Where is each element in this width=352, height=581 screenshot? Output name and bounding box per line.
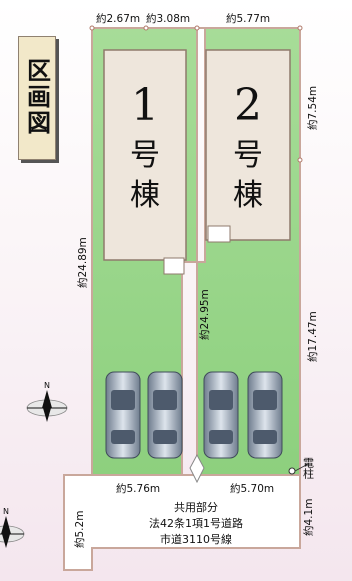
compass-n-label: N (44, 381, 50, 390)
dim-top-lot1-a: 約2.67m (96, 12, 140, 25)
lot-1-number: 1 (131, 80, 159, 131)
title-label-box: 区画図 (18, 36, 56, 160)
house-1 (103, 49, 187, 261)
dim-top-lot1-b: 約3.08m (146, 12, 190, 25)
lot-2-suffix2: 棟 (233, 178, 263, 213)
utility-pole-icon (288, 467, 296, 475)
dim-lot2-right-upper: 約7.54m (306, 86, 319, 130)
house-1-entry (163, 257, 185, 275)
road-label-city: 市道3110号線 (160, 532, 232, 546)
dim-road-left-width: 約5.76m (116, 482, 160, 495)
dim-lot2-right-lower: 約17.47m (306, 311, 319, 362)
north-compass-icon: N (0, 507, 25, 548)
dim-road-right-height: 約4.1m (302, 499, 315, 536)
dim-road-left-height: 約5.2m (73, 511, 86, 548)
dim-lot1-left: 約24.89m (76, 237, 89, 288)
road-label-shared: 共用部分 (174, 500, 218, 514)
parked-car (203, 371, 239, 459)
house-2 (205, 49, 291, 241)
lot-2-number: 2 (234, 80, 262, 131)
north-compass-icon: N (26, 381, 68, 422)
compass-n-label: N (3, 507, 9, 516)
dim-lot2-middle: 約24.95m (198, 289, 211, 340)
road-label-legal: 法42条1項1号道路 (149, 516, 243, 530)
dim-top-lot2: 約5.77m (226, 12, 270, 25)
lot-2-suffix1: 号 (233, 138, 263, 173)
lot-1-suffix2: 棟 (130, 178, 160, 213)
parked-car (147, 371, 183, 459)
shared-road-area (63, 474, 301, 571)
dim-road-right-width: 約5.70m (230, 482, 274, 495)
house-2-entry (207, 225, 231, 243)
lot-1-suffix1: 号 (130, 138, 160, 173)
title-label: 区画図 (22, 58, 52, 136)
utility-pole-label: 電柱 (302, 457, 315, 480)
entry-arrow-icon (189, 453, 205, 484)
parked-car (105, 371, 141, 459)
parked-car (247, 371, 283, 459)
